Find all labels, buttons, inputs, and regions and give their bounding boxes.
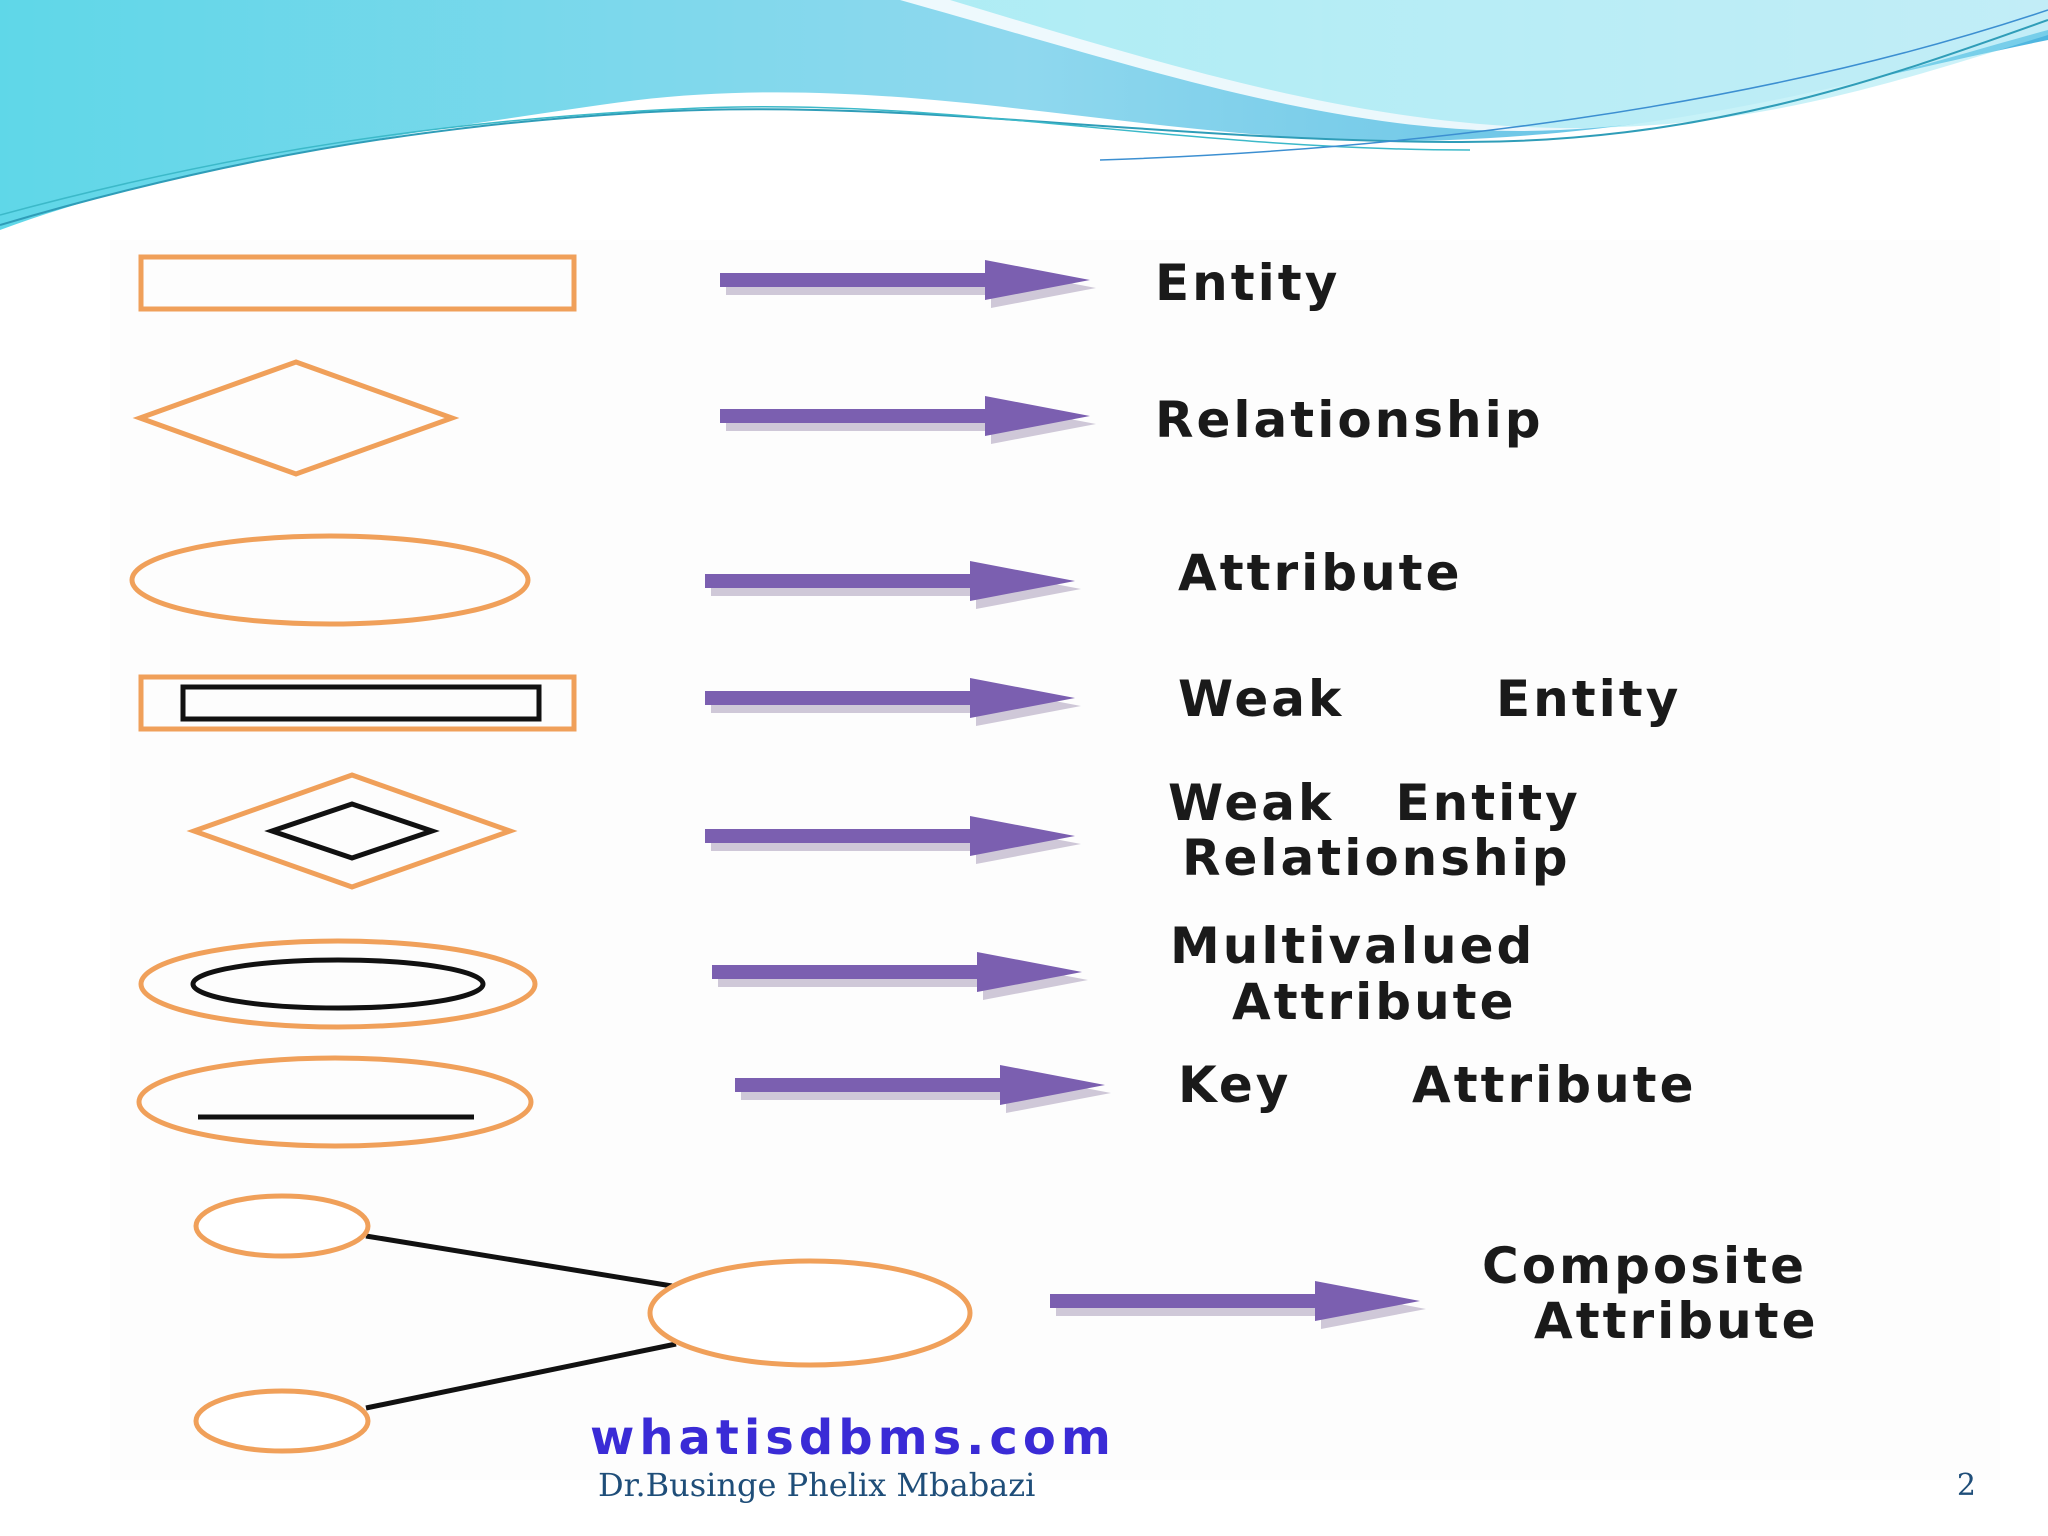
label-key-attribute-line1: Key xyxy=(1178,1056,1291,1114)
label-relationship: Relationship xyxy=(1155,391,1544,449)
arrow-attribute xyxy=(705,561,1081,609)
label-attribute: Attribute xyxy=(1178,544,1463,602)
arrow-weak-entity xyxy=(705,678,1081,726)
composite-sub-attribute-bottom xyxy=(193,1388,371,1454)
key-attribute-symbol xyxy=(136,1055,534,1149)
label-composite-attribute-line1: Composite xyxy=(1482,1237,1807,1295)
header-wave xyxy=(0,0,2048,230)
label-composite-attribute-line2: Attribute xyxy=(1534,1292,1819,1350)
arrow-relationship xyxy=(720,396,1096,444)
composite-attribute-symbol xyxy=(647,1258,973,1368)
weak-entity-inner-box xyxy=(180,684,542,722)
arrow-weak-entity-relationship xyxy=(705,816,1081,864)
composite-connector-bottom xyxy=(365,1341,677,1411)
label-weak-entity-line1: Weak xyxy=(1178,670,1344,728)
attribute-symbol xyxy=(129,533,531,627)
watermark: whatisdbms.com xyxy=(590,1410,1116,1466)
multivalued-attribute-inner-ellipse xyxy=(190,957,486,1011)
composite-sub-attribute-top xyxy=(193,1193,371,1259)
weak-entity-relationship-inner-diamond xyxy=(264,801,440,861)
label-entity: Entity xyxy=(1155,254,1340,312)
weak-entity-symbol xyxy=(138,674,577,732)
relationship-symbol xyxy=(132,359,460,477)
entity-symbol xyxy=(138,254,577,312)
label-multivalued-attribute-line1: Multivalued xyxy=(1170,917,1535,975)
multivalued-attribute-symbol xyxy=(138,938,538,1030)
weak-entity-relationship-symbol xyxy=(186,772,518,890)
label-key-attribute-line2: Attribute xyxy=(1412,1056,1697,1114)
label-multivalued-attribute-line2: Attribute xyxy=(1232,973,1517,1031)
label-weak-entity-relationship-line1: Weak Entity xyxy=(1168,774,1581,832)
page-number: 2 xyxy=(1956,1468,1976,1503)
label-weak-entity-relationship-line2: Relationship xyxy=(1182,829,1571,887)
arrow-multivalued-attribute xyxy=(712,952,1088,1000)
arrow-key-attribute xyxy=(735,1065,1111,1113)
label-weak-entity-line2: Entity xyxy=(1496,670,1681,728)
composite-connector-top xyxy=(365,1233,673,1289)
arrow-composite-attribute xyxy=(1050,1281,1426,1329)
arrow-entity xyxy=(720,260,1096,308)
footer-author: Dr.Businge Phelix Mbabazi xyxy=(598,1466,1036,1504)
